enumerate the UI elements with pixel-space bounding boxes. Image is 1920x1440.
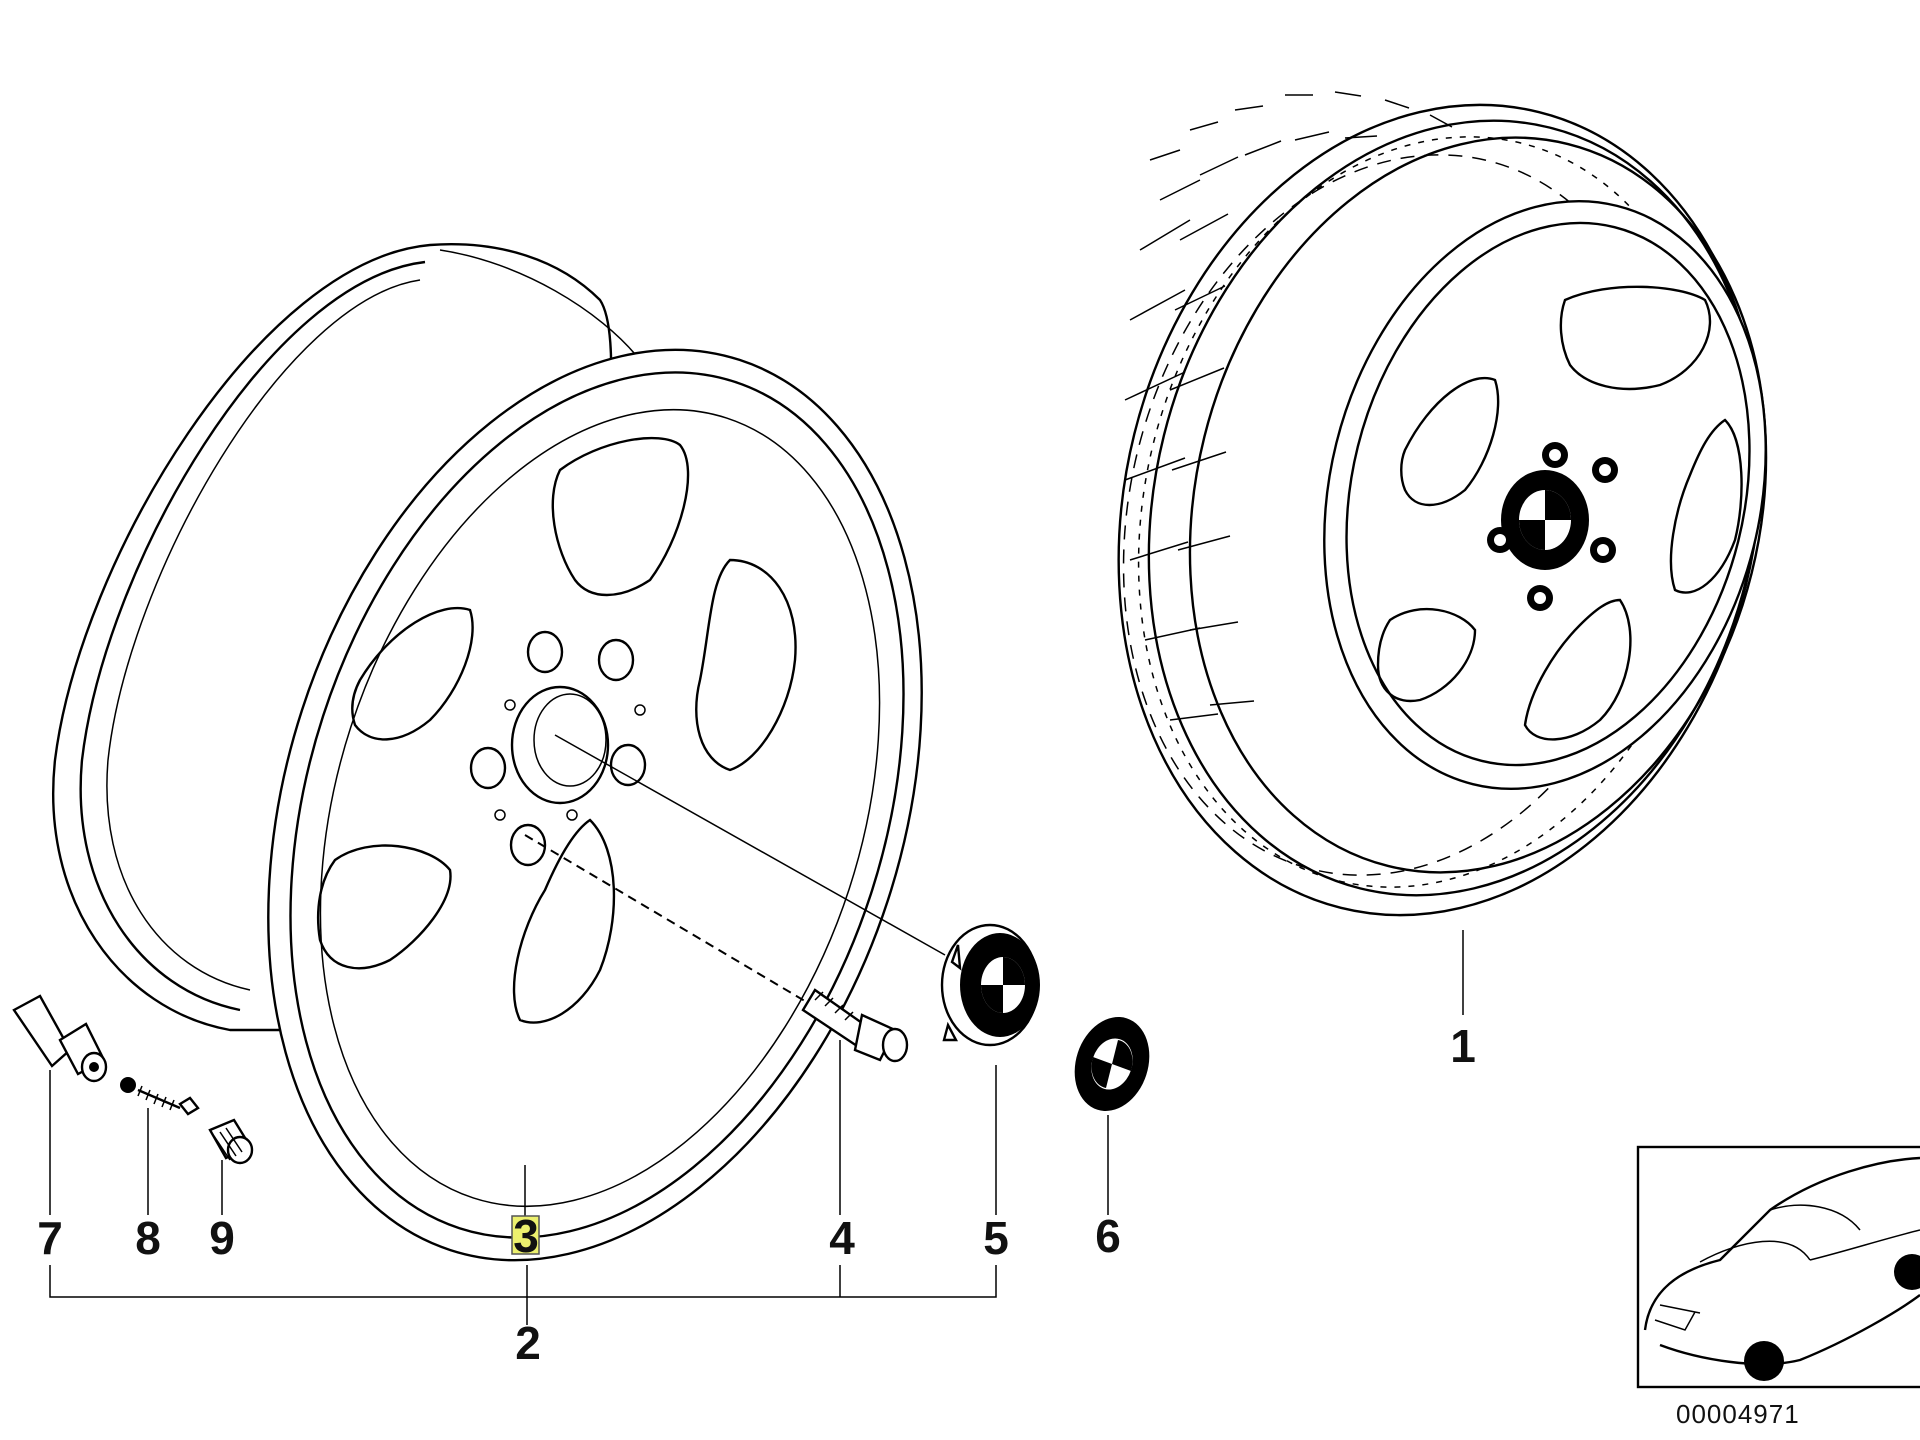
valve-cap-drawing[interactable] (208, 1118, 254, 1165)
wheel-bolt-drawing[interactable] (801, 988, 909, 1063)
valve-core-drawing[interactable] (120, 1077, 200, 1116)
alloy-rim-drawing[interactable] (52, 243, 1032, 1345)
complete-wheel-drawing[interactable] (1035, 36, 1845, 984)
callout-8[interactable]: 8 (135, 1212, 161, 1264)
bolt-guide-line (524, 834, 821, 1011)
callout-5[interactable]: 5 (983, 1212, 1009, 1264)
leader-lines (49, 930, 1464, 1325)
callout-3[interactable]: 3 (513, 1210, 539, 1262)
callout-6[interactable]: 6 (1095, 1210, 1121, 1262)
callout-9[interactable]: 9 (209, 1212, 235, 1264)
callout-1[interactable]: 1 (1450, 1020, 1476, 1072)
callout-4[interactable]: 4 (829, 1212, 855, 1264)
emblem-drawing[interactable] (1063, 1007, 1161, 1121)
cap-guide-line (554, 734, 946, 956)
document-number: 00004971 (1676, 1399, 1800, 1429)
callout-7[interactable]: 7 (37, 1212, 63, 1264)
valve-stem-drawing[interactable] (12, 994, 108, 1083)
car-locator-thumbnail (1636, 1145, 1920, 1389)
callout-3-highlight (511, 1215, 540, 1255)
callout-2[interactable]: 2 (515, 1317, 541, 1369)
hub-cap-drawing[interactable] (940, 923, 1040, 1047)
